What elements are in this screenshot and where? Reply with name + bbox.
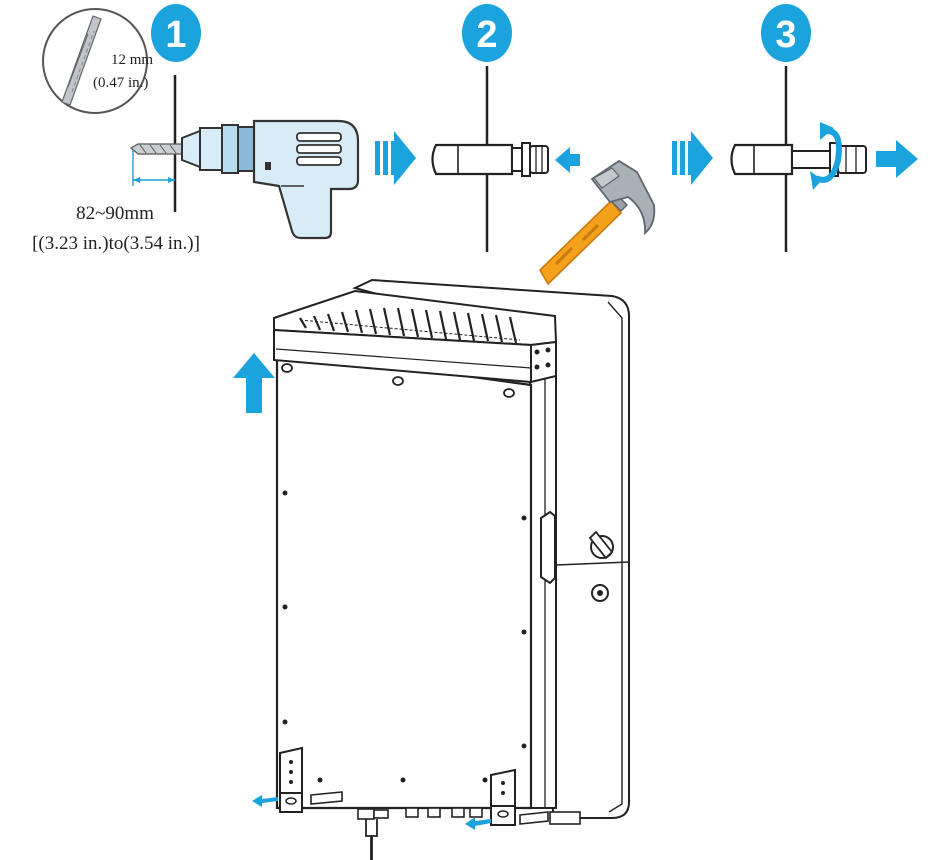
drill-depth-value-in: [(3.23 in.)to(3.54 in.)] <box>32 233 200 254</box>
step-arrow-1 <box>375 131 416 185</box>
pull-arrow <box>876 140 918 178</box>
drill-depth-value: 82~90mm <box>76 203 154 224</box>
expansion-bolt-icon <box>431 142 549 177</box>
step-3-number: 3 <box>775 14 796 56</box>
step-2-number: 2 <box>476 14 497 56</box>
hammer-icon <box>538 159 656 286</box>
lift-arrow <box>233 353 275 413</box>
drill-bit-icon <box>61 15 102 106</box>
step-2-badge: 2 <box>462 4 512 62</box>
drill-bit-diameter-in: (0.47 in.) <box>93 75 148 91</box>
step-1-number: 1 <box>165 14 186 56</box>
step-1-badge: 1 <box>151 4 201 62</box>
inverter-unit <box>252 278 630 860</box>
depth-dimension <box>132 150 175 186</box>
push-arrow <box>555 147 580 173</box>
drill-icon <box>129 119 360 240</box>
drill-bit-diameter: 12 mm <box>111 52 153 68</box>
drill-bit-callout: 12 mm (0.47 in.) <box>42 8 153 114</box>
step-arrow-2 <box>672 131 713 185</box>
anchor-tightening-icon <box>730 122 867 190</box>
step-3-badge: 3 <box>761 4 811 62</box>
